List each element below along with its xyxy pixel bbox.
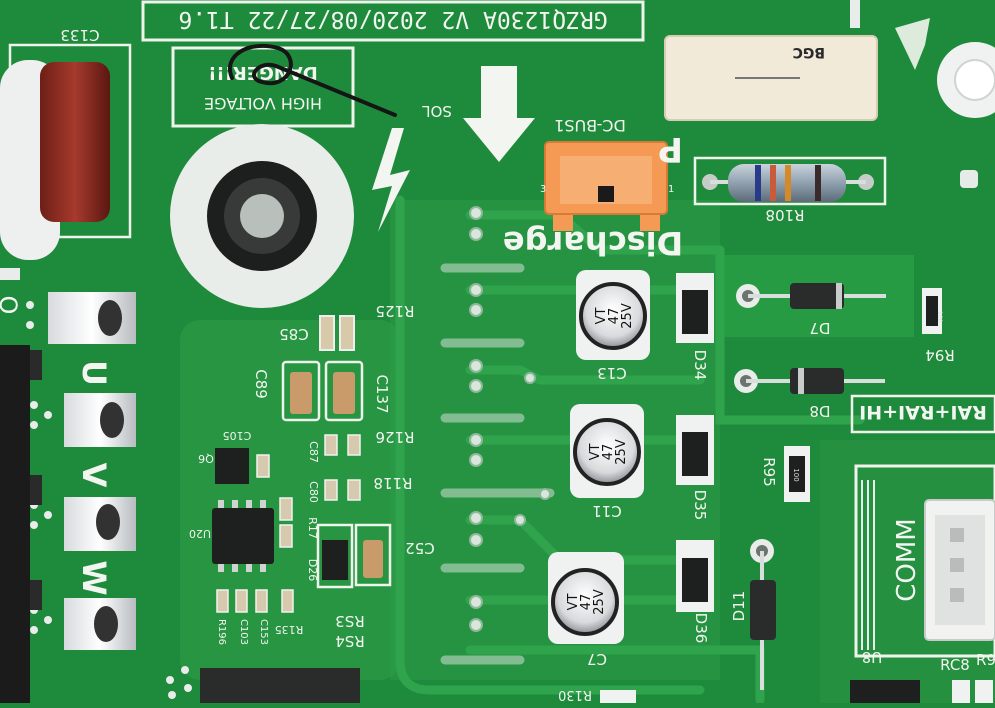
r95-code: 100 xyxy=(792,468,800,481)
arrow-down-symbol xyxy=(463,66,535,162)
label-r130: R130 xyxy=(558,687,592,702)
header-box xyxy=(141,0,645,42)
label-r17: R17 xyxy=(306,517,319,539)
via-column xyxy=(469,206,551,632)
label-c85: C85 xyxy=(279,325,309,343)
label-d34: D34 xyxy=(691,350,709,381)
label-r9: R9 xyxy=(976,651,995,669)
label-c105: C105 xyxy=(223,429,252,442)
film-capacitor-c133 xyxy=(40,62,110,222)
label-w: W xyxy=(75,560,113,595)
label-rs4: RS4 xyxy=(335,632,365,650)
board-header-text: GRZQ1230A V2 2020/08/27/22 T1.6 xyxy=(178,6,607,32)
label-p: P xyxy=(658,129,683,169)
label-d35: D35 xyxy=(691,490,709,521)
pin-label-left: 3 xyxy=(540,184,546,195)
smd-diode-d34 xyxy=(676,273,714,343)
label-dc-bus: DC-BUS1 xyxy=(554,116,626,135)
lightning-symbol xyxy=(372,128,410,232)
label-q: Q xyxy=(0,296,22,315)
copper-traces xyxy=(395,195,865,705)
label-c87: C87 xyxy=(307,441,320,463)
cap-text-c13-3: 25V xyxy=(620,303,635,329)
smd-capacitor xyxy=(333,372,355,414)
axial-diode-d11 xyxy=(750,580,776,640)
label-d11: D11 xyxy=(730,591,748,622)
danger-subtitle: HIGH VOLTAGE xyxy=(204,94,322,113)
cap-text-c13-2: 47 xyxy=(607,308,622,325)
cap-text-c7-3: 25V xyxy=(592,589,607,615)
label-r108: R108 xyxy=(765,206,804,224)
label-r135: R135 xyxy=(275,623,304,636)
label-r126: R126 xyxy=(375,428,414,446)
label-r125: R125 xyxy=(375,302,414,320)
label-c7: C7 xyxy=(587,650,607,668)
label-c103: C103 xyxy=(238,619,249,645)
label-u20: U20 xyxy=(189,527,211,540)
cap-text-c11-1: VT xyxy=(588,444,603,461)
label-c13: C13 xyxy=(597,364,627,382)
label-q6: Q6 xyxy=(198,452,214,465)
label-d8: D8 xyxy=(809,402,830,420)
label-r95: R95 xyxy=(760,457,778,487)
smd-passives xyxy=(216,434,361,613)
diode-d26 xyxy=(322,540,348,580)
label-v: V xyxy=(75,463,113,488)
label-d36: D36 xyxy=(692,613,710,644)
label-comm: COMM xyxy=(892,518,922,601)
label-c80: C80 xyxy=(307,481,320,503)
smd-capacitor xyxy=(290,372,312,414)
pad-dots xyxy=(26,301,52,634)
label-c52: C52 xyxy=(405,539,435,557)
transistor-q6 xyxy=(215,448,249,484)
axial-diode-d7 xyxy=(790,283,844,309)
electrolytic-capacitor-c11: VT 47 25V xyxy=(570,404,644,498)
label-c133: C133 xyxy=(60,26,99,44)
capacitor-c52 xyxy=(363,540,383,578)
cap-text-c11-3: 25V xyxy=(614,439,629,465)
pin-label-right: 1 xyxy=(668,184,674,195)
phase-pads xyxy=(48,292,136,650)
label-r196: R196 xyxy=(216,619,227,645)
label-rc8: RC8 xyxy=(940,656,970,674)
smd-diode-d35 xyxy=(676,415,714,485)
label-c89: C89 xyxy=(252,369,270,399)
screw-symbol xyxy=(895,18,930,70)
block-code: BGC xyxy=(793,44,825,60)
r94-code: 100 xyxy=(936,311,943,323)
label-r94: R94 xyxy=(925,346,955,364)
shunt-resistor xyxy=(200,668,360,703)
cap-text-c7-2: 47 xyxy=(579,594,594,611)
electrolytic-capacitor-c13: VT 47 25V xyxy=(576,270,650,360)
electrolytic-capacitor-c7: VT 47 25V xyxy=(548,552,624,644)
label-c11: C11 xyxy=(592,502,622,520)
ic-u8 xyxy=(850,680,920,703)
cap-text-c11-2: 47 xyxy=(601,444,616,461)
label-c153: C153 xyxy=(258,619,269,645)
label-d26: D26 xyxy=(306,559,319,581)
label-rs3: RS3 xyxy=(335,612,365,630)
label-rail: RAI+RAI+HI xyxy=(859,401,987,423)
label-discharge: Discharge xyxy=(503,224,683,262)
heatsink-edge xyxy=(0,345,30,703)
label-c137: C137 xyxy=(373,374,391,413)
smd-diode-d36 xyxy=(676,540,714,612)
label-u: U xyxy=(75,360,113,386)
cap-text-c7-1: VT xyxy=(566,594,581,611)
handwritten-mark xyxy=(228,43,397,117)
label-u8: U8 xyxy=(862,648,883,666)
ic-u20 xyxy=(212,508,274,564)
label-r118: R118 xyxy=(373,474,412,492)
comm-zone xyxy=(854,464,995,658)
label-d7: D7 xyxy=(809,319,830,337)
cap-text-c13-1: VT xyxy=(594,308,609,325)
label-sol: SOL xyxy=(422,102,452,120)
